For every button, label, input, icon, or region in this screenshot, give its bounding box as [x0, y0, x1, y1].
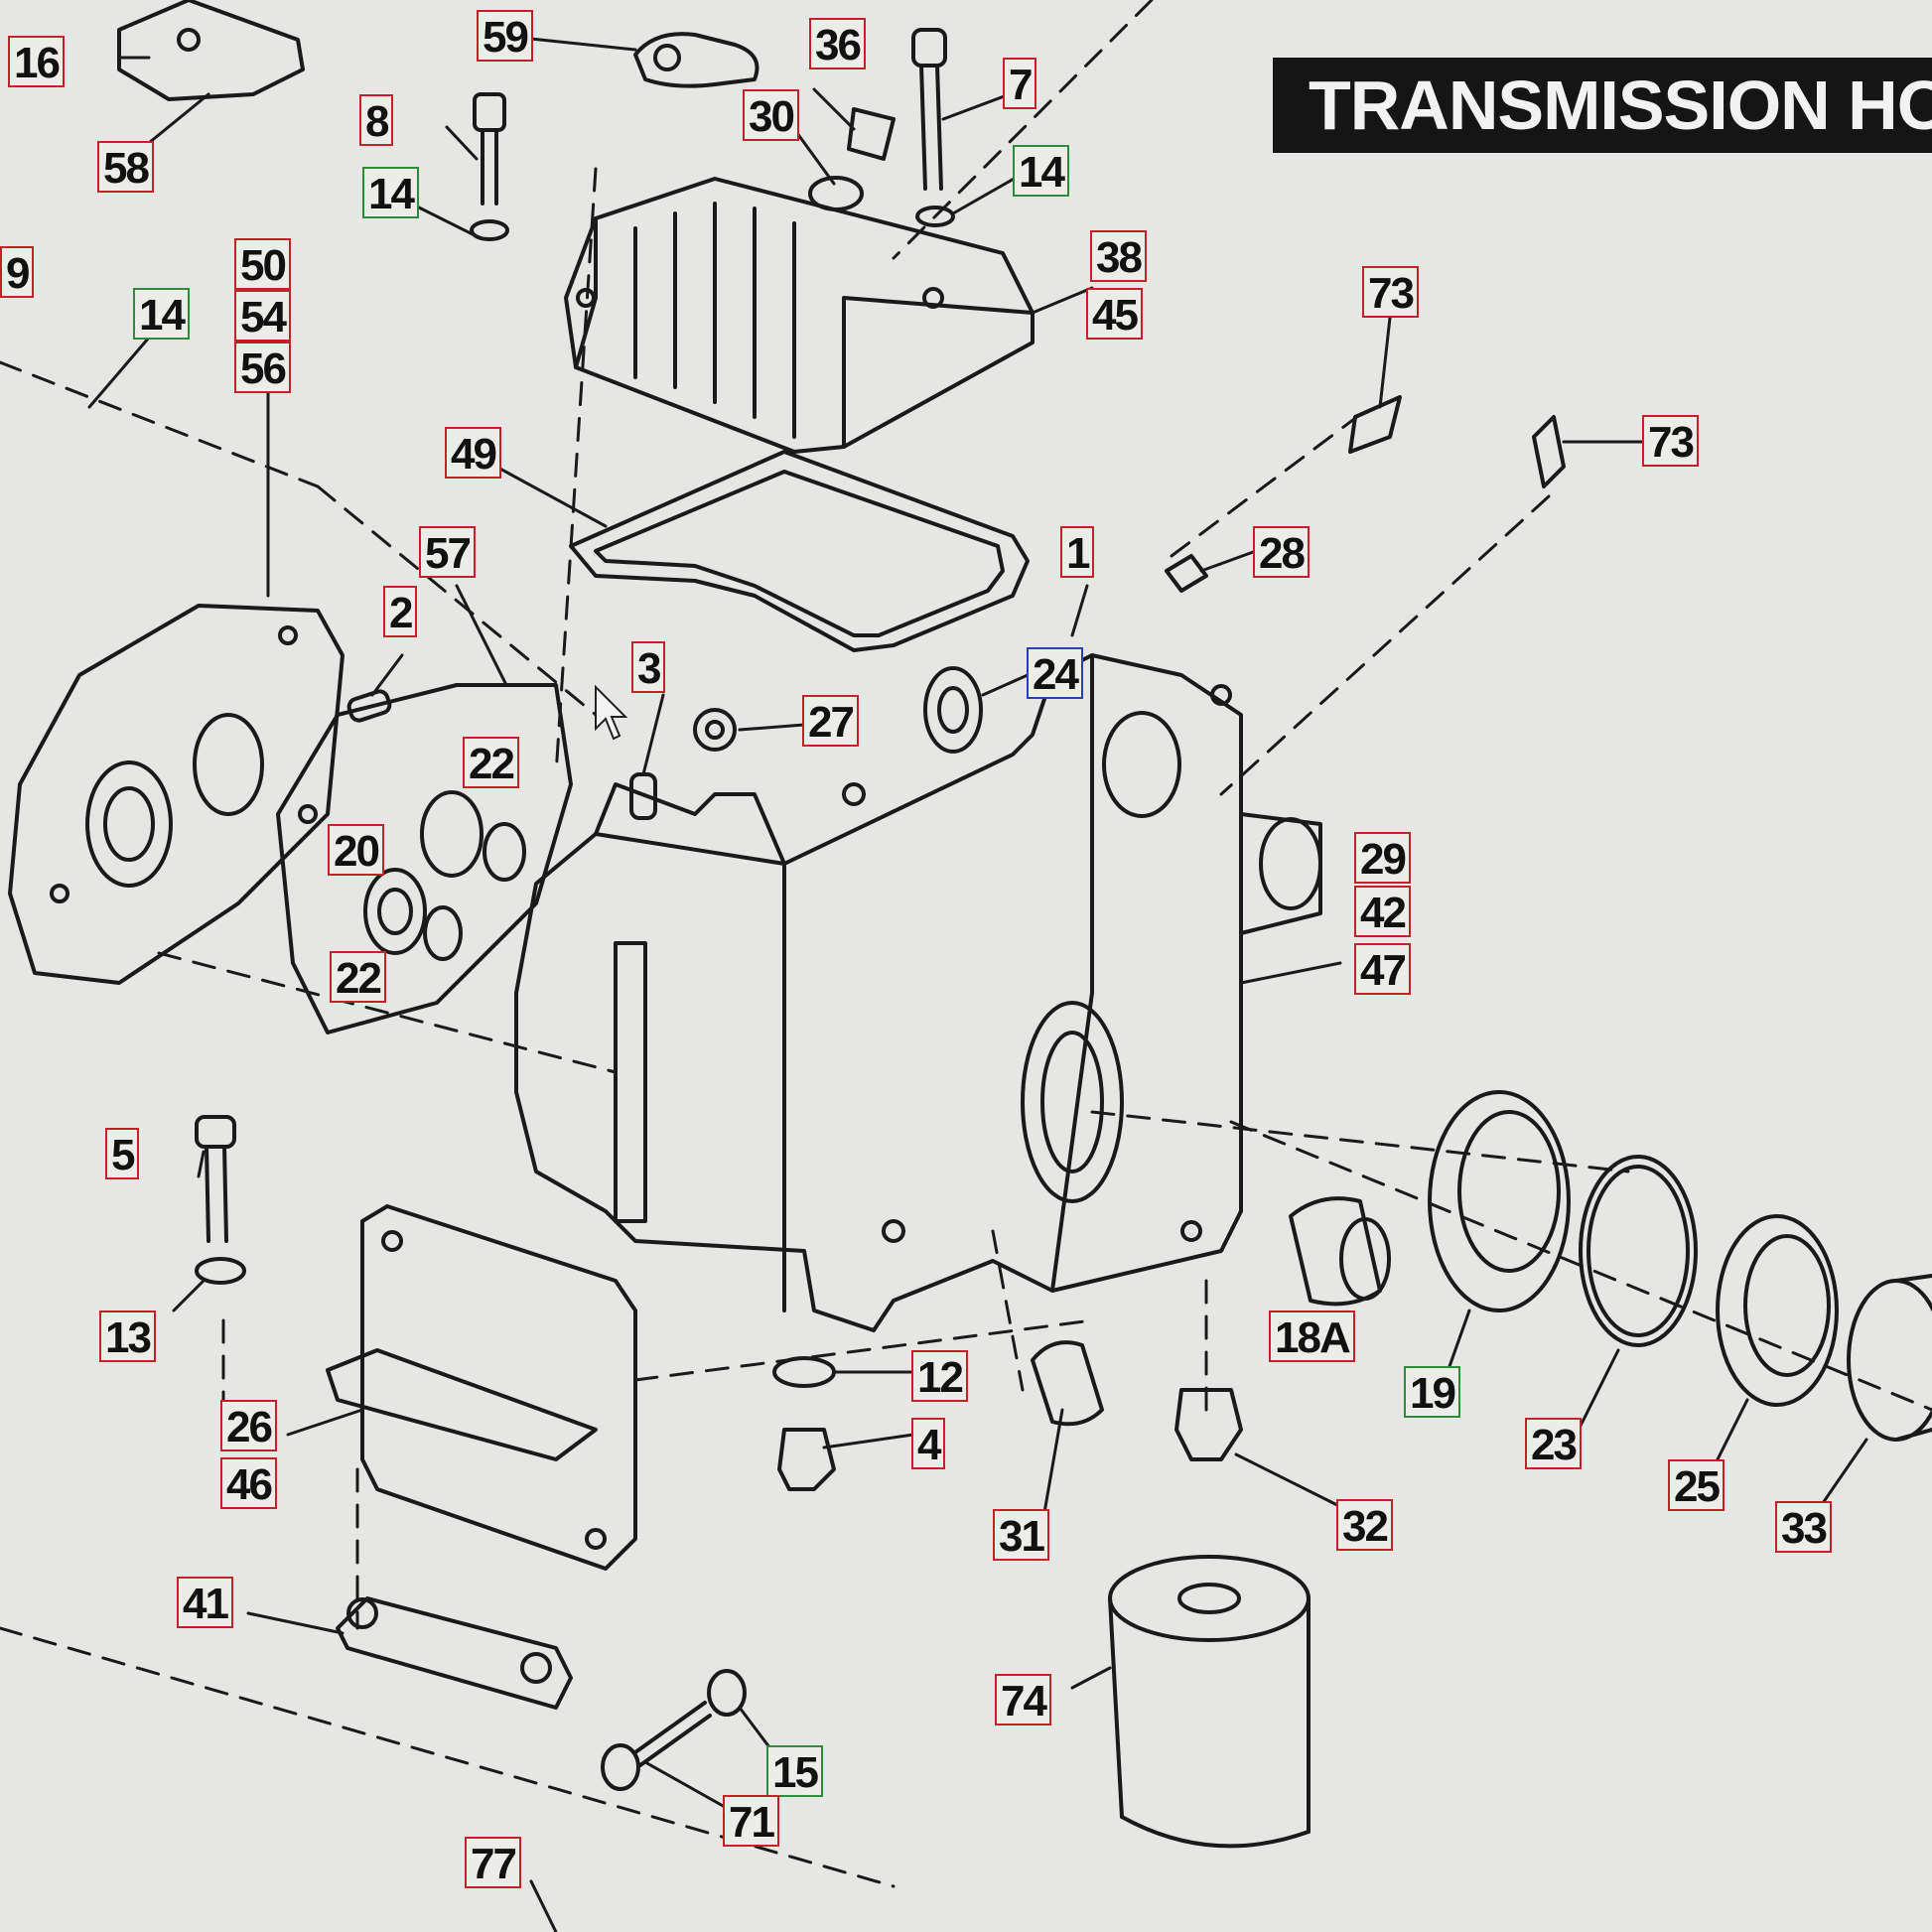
bolt-part	[911, 28, 955, 227]
part-callout-8: 8	[359, 94, 394, 146]
part-callout-46: 46	[220, 1457, 277, 1509]
part-callout-27: 27	[802, 695, 859, 747]
part-callout-54: 54	[234, 290, 291, 342]
part-callout-73: 73	[1362, 266, 1419, 318]
part-callout-9: 9	[0, 246, 35, 298]
part-callout-12: 12	[911, 1350, 968, 1402]
plug-part	[808, 107, 896, 211]
part-callout-7: 7	[1003, 58, 1037, 109]
cover-plate-part	[326, 1204, 637, 1571]
side-cover-part	[8, 604, 345, 985]
part-callout-73: 73	[1642, 415, 1699, 467]
part-callout-50: 50	[234, 238, 291, 290]
part-callout-26: 26	[220, 1400, 277, 1451]
part-callout-14: 14	[362, 167, 419, 218]
top-cover-part	[564, 177, 1035, 454]
transmission-case-part	[514, 653, 1322, 1332]
part-callout-22: 22	[463, 737, 519, 788]
part-callout-4: 4	[911, 1418, 946, 1469]
part-callout-56: 56	[234, 342, 291, 393]
part-callout-74: 74	[995, 1674, 1051, 1725]
bracket-part	[117, 0, 305, 101]
page-title: TRANSMISSION HO	[1309, 67, 1932, 144]
part-callout-16: 16	[8, 36, 65, 87]
part-callout-47: 47	[1354, 943, 1411, 995]
part-callout-31: 31	[993, 1509, 1049, 1561]
part-callout-24: 24	[1027, 647, 1083, 699]
part-callout-41: 41	[177, 1577, 233, 1628]
seal-part	[923, 666, 983, 754]
part-callout-30: 30	[743, 89, 799, 141]
mouse-cursor-icon	[595, 685, 628, 741]
part-callout-45: 45	[1086, 288, 1143, 340]
part-callout-19: 19	[1404, 1366, 1460, 1418]
part-callout-38: 38	[1090, 230, 1147, 282]
part-callout-36: 36	[809, 18, 866, 69]
part-callout-57: 57	[419, 526, 476, 578]
part-callout-29: 29	[1354, 832, 1411, 884]
part-callout-77: 77	[465, 1837, 521, 1888]
part-callout-49: 49	[445, 427, 501, 479]
part-callout-23: 23	[1525, 1418, 1582, 1469]
gasket-part	[569, 450, 1030, 652]
leader-lines	[87, 36, 1868, 1932]
seal-part	[1716, 1214, 1839, 1407]
gasket-part	[276, 683, 573, 1035]
bracket-part	[633, 32, 759, 88]
bolt-part	[470, 92, 509, 241]
part-callout-15: 15	[766, 1745, 823, 1797]
part-callout-59: 59	[477, 10, 533, 62]
bearing-part	[1428, 1090, 1571, 1312]
part-callout-20: 20	[328, 824, 384, 876]
part-callout-14: 14	[133, 288, 190, 340]
part-callout-25: 25	[1668, 1459, 1725, 1511]
part-callout-5: 5	[105, 1128, 140, 1179]
part-callout-42: 42	[1354, 886, 1411, 937]
part-callout-3: 3	[631, 641, 666, 693]
part-callout-58: 58	[97, 141, 154, 193]
spacer-part	[1289, 1196, 1391, 1307]
screw-part	[601, 1669, 747, 1791]
oil-filter-part	[1108, 1555, 1311, 1849]
part-callout-71: 71	[723, 1795, 779, 1847]
part-callout-33: 33	[1775, 1501, 1832, 1553]
part-callout-32: 32	[1336, 1499, 1393, 1551]
part-callout-28: 28	[1253, 526, 1310, 578]
part-callout-2: 2	[383, 586, 418, 637]
part-callout-1: 1	[1060, 526, 1095, 578]
part-callout-22: 22	[330, 951, 386, 1003]
bolt-part	[195, 1115, 246, 1285]
title-band	[1273, 58, 1932, 153]
part-callout-18A: 18A	[1269, 1311, 1355, 1362]
part-callout-14: 14	[1013, 145, 1069, 197]
part-callout-13: 13	[99, 1311, 156, 1362]
